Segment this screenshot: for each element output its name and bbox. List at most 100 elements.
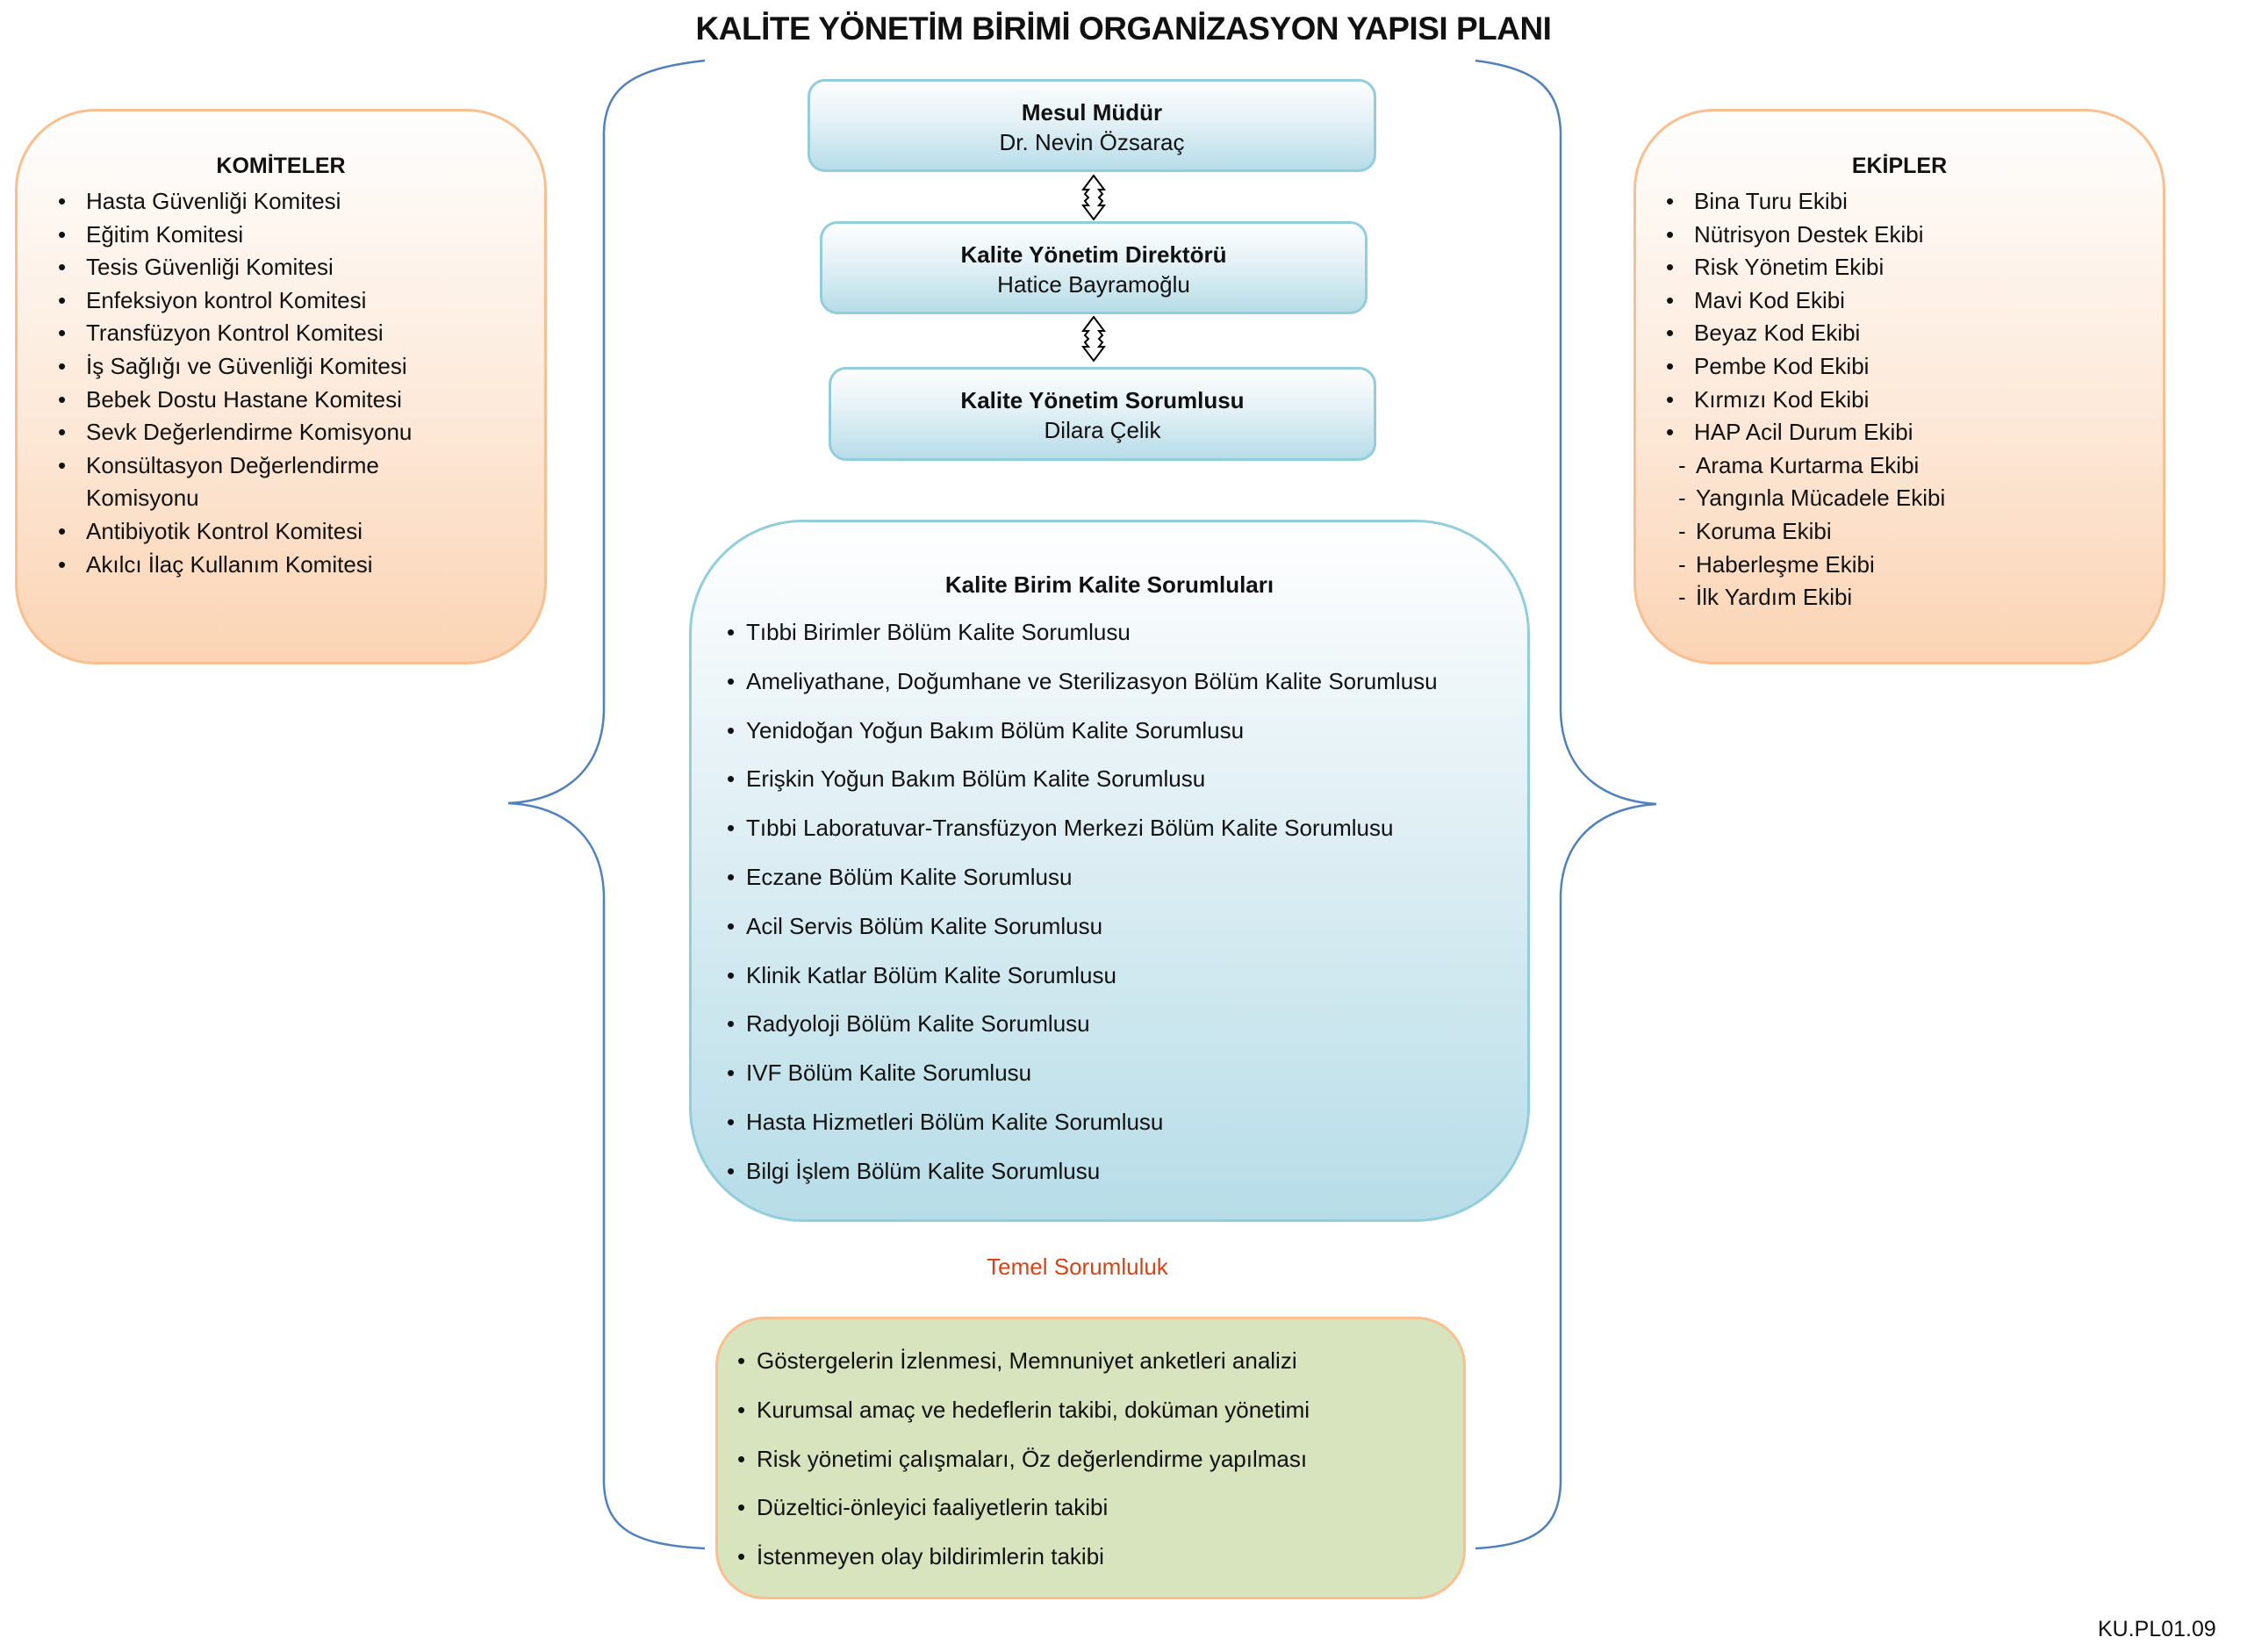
list-item-label: Pembe Kod Ekibi: [1694, 352, 1870, 379]
list-item: •HAP Acil Durum Ekibi: [1626, 416, 2152, 449]
list-item-label: Akılcı İlaç Kullanım Komitesi: [86, 550, 373, 578]
list-item-label: Hasta Güvenliği Komitesi: [86, 188, 341, 214]
bullet-icon: •: [1666, 286, 1675, 313]
list-item: •Tesis Güvenliği Komitesi: [18, 251, 474, 284]
list-item-label: Mavi Kod Ekibi: [1694, 286, 1845, 313]
list-item: • Eğitim Komitesi: [18, 219, 474, 252]
bullet-icon: •: [737, 1494, 746, 1521]
role-name: Dilara Çelik: [1044, 417, 1161, 443]
list-item-label: Nütrisyon Destek Ekibi: [1694, 220, 1924, 248]
list-item: •Tıbbi Laboratuvar-Transfüzyon Merkezi B…: [727, 804, 1438, 853]
list-item-label: Tesis Güvenliği Komitesi: [86, 254, 334, 281]
list-item: •IVF Bölüm Kalite Sorumlusu: [727, 1049, 1438, 1098]
list-item: • Klinik Katlar Bölüm Kalite Sorumlusu: [727, 952, 1438, 1001]
list-item: •Kırmızı Kod Ekibi: [1626, 384, 2152, 417]
dash-icon: -: [1678, 451, 1686, 478]
bullet-icon: •: [737, 1396, 746, 1423]
bullet-icon: •: [58, 220, 67, 248]
komiteler-list: •Hasta Güvenliği Komitesi •Eğitim Komite…: [18, 185, 474, 581]
list-item: •Hasta Güvenliği Komitesi: [18, 185, 474, 219]
birim-list: • Tıbbi Birimler Bölüm Kalite Sorumlusu •…: [727, 608, 1438, 1196]
birim-kalite-sorumlulari-box: Kalite Birim Kalite Sorumluları • Tıbbi B…: [689, 520, 1530, 1222]
bullet-icon: •: [1666, 254, 1675, 281]
list-item-label: Sevk Değerlendirme Komisyonu: [86, 419, 413, 446]
role-title: Kalite Yönetim Direktörü: [960, 241, 1227, 268]
list-item-label: Eğitim Komitesi: [86, 220, 244, 248]
ekipler-list: •Bina Turu Ekibi • Nütrisyon Destek Ekibi…: [1626, 185, 2152, 614]
bullet-icon: •: [58, 451, 67, 478]
list-item-label: Erişkin Yoğun Bakım Bölüm Kalite Sorumlu…: [746, 765, 1206, 793]
bullet-icon: •: [727, 765, 736, 793]
bullet-icon: •: [1666, 188, 1675, 214]
list-item-label: Transfüzyon Kontrol Komitesi: [86, 320, 384, 347]
list-item: • Risk yönetimi çalışmaları, Öz değerlend…: [737, 1435, 1310, 1484]
list-item: •Bina Turu Ekibi: [1626, 185, 2152, 219]
bullet-icon: •: [727, 1108, 736, 1135]
bullet-icon: •: [737, 1445, 746, 1472]
sub-list-item: -Yangınla Mücadele Ekibi: [1626, 482, 2152, 515]
list-item: • Mavi Kod Ekibi: [1626, 284, 2152, 318]
role-title: Kalite Yönetim Sorumlusu: [960, 387, 1245, 413]
list-item-label: Kurumsal amaç ve hedeflerin takibi, dokü…: [757, 1396, 1310, 1423]
right-brace: [1475, 59, 1657, 1550]
bullet-icon: •: [58, 385, 67, 413]
list-item-label: Enfeksiyon kontrol Komitesi: [86, 286, 367, 313]
list-item-label: İş Sağlığı ve Güvenliği Komitesi: [86, 352, 407, 379]
bullet-icon: •: [1666, 385, 1675, 413]
list-item: •Acil Servis Bölüm Kalite Sorumlusu: [727, 902, 1438, 952]
bullet-icon: •: [737, 1347, 746, 1374]
list-item-label: Radyoloji Bölüm Kalite Sorumlusu: [746, 1010, 1090, 1038]
list-item-label: İstenmeyen olay bildirimlerin takibi: [757, 1543, 1104, 1570]
list-item-label: Eczane Bölüm Kalite Sorumlusu: [746, 863, 1073, 890]
list-item: •Göstergelerin İzlenmesi, Memnuniyet ank…: [737, 1337, 1310, 1386]
list-item-label: HAP Acil Durum Ekibi: [1694, 419, 1913, 446]
list-item: • Eczane Bölüm Kalite Sorumlusu: [727, 853, 1438, 902]
temel-sorumluluk-box: •Göstergelerin İzlenmesi, Memnuniyet ank…: [715, 1317, 1466, 1599]
bullet-icon: •: [727, 961, 736, 988]
list-item: • Tıbbi Birimler Bölüm Kalite Sorumlusu: [727, 608, 1438, 657]
page-title: KALİTE YÖNETİM BİRİMİ ORGANİZASYON YAPIS…: [695, 11, 1552, 47]
bullet-icon: •: [1666, 320, 1675, 347]
kalite-yonetim-direktoru-box: Kalite Yönetim Direktörü Hatice Bayramoğ…: [820, 221, 1368, 314]
list-item-label: Ameliyathane, Doğumhane ve Sterilizasyon…: [746, 667, 1438, 694]
list-item-label: Risk yönetimi çalışmaları, Öz değerlendi…: [757, 1445, 1308, 1472]
komiteler-heading: KOMİTELER: [216, 154, 346, 178]
bullet-icon: •: [1666, 220, 1675, 248]
list-item-label: Konsültasyon Değerlendirme: [86, 451, 379, 478]
ekipler-box: EKİPLER •Bina Turu Ekibi •Nütrisyon Dest…: [1633, 109, 2165, 664]
mesul-mudur-box: Mesul Müdür Dr. Nevin Özsaraç: [808, 79, 1376, 172]
list-item-label: Tıbbi Birimler Bölüm Kalite Sorumlusu: [746, 619, 1131, 645]
bullet-icon: •: [727, 863, 736, 890]
bullet-icon: •: [737, 1543, 746, 1570]
temel-sorumluluk-label: Temel Sorumluluk: [987, 1253, 1168, 1280]
double-arrow-icon: [1081, 175, 1106, 220]
list-item-label: Tıbbi Laboratuvar-Transfüzyon Merkezi Bö…: [746, 815, 1394, 842]
sub-list-item: -Haberleşme Ekibi: [1626, 549, 2152, 582]
dash-icon: -: [1678, 584, 1686, 611]
bullet-icon: •: [1666, 352, 1675, 379]
role-name: Dr. Nevin Özsaraç: [999, 129, 1185, 155]
bullet-icon: •: [727, 1010, 736, 1038]
bullet-icon: •: [58, 352, 67, 379]
bullet-icon: •: [58, 286, 67, 313]
double-arrow-icon: [1081, 316, 1106, 362]
list-item: • Enfeksiyon kontrol Komitesi: [18, 284, 474, 318]
list-item-label: Hasta Hizmetleri Bölüm Kalite Sorumlusu: [746, 1108, 1164, 1135]
birim-heading: Kalite Birim Kalite Sorumluları: [944, 571, 1274, 598]
list-item-label: Klinik Katlar Bölüm Kalite Sorumlusu: [746, 961, 1116, 988]
list-item: • İş Sağlığı ve Güvenliği Komitesi: [18, 350, 474, 384]
list-item: •Bebek Dostu Hastane Komitesi: [18, 384, 474, 417]
list-item-label: İlk Yardım Ekibi: [1696, 584, 1853, 611]
list-item: •Akılcı İlaç Kullanım Komitesi: [18, 549, 474, 582]
bullet-icon: •: [727, 619, 736, 645]
temel-list: •Göstergelerin İzlenmesi, Memnuniyet ank…: [737, 1337, 1310, 1582]
sub-list-item: -Arama Kurtarma Ekibi: [1626, 449, 2152, 483]
bullet-icon: •: [58, 517, 67, 544]
komiteler-box: KOMİTELER •Hasta Güvenliği Komitesi •Eği…: [15, 109, 547, 664]
bullet-icon: •: [58, 419, 67, 446]
list-item-label: IVF Bölüm Kalite Sorumlusu: [746, 1059, 1032, 1087]
list-item: •Bilgi İşlem Bölüm Kalite Sorumlusu: [727, 1147, 1438, 1196]
list-item-continuation: Komisyonu: [18, 482, 474, 515]
bullet-icon: •: [727, 716, 736, 743]
